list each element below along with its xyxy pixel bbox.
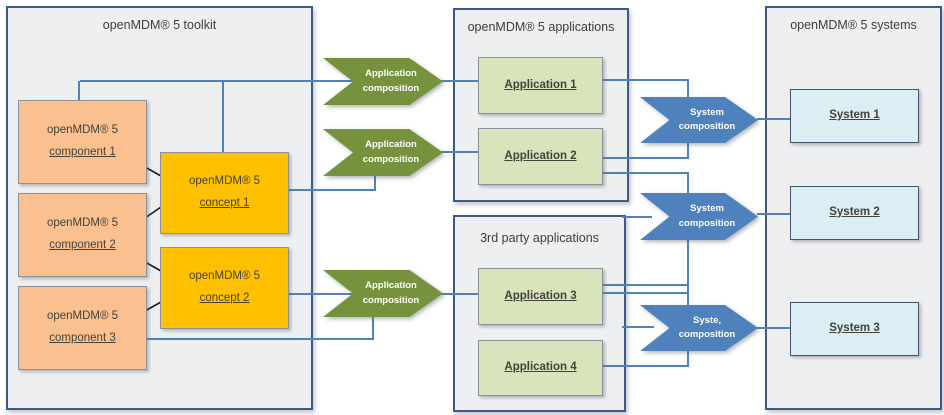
- connector-component1-up: [78, 81, 80, 100]
- component-2-label: component 2: [49, 239, 116, 251]
- connector-top-to-application1: [80, 80, 478, 82]
- component-3-line1: openMDM® 5: [46, 310, 119, 323]
- connector-to-system3: [757, 327, 791, 329]
- component-1-label: component 1: [49, 146, 116, 158]
- system-1-label: System 1: [829, 109, 880, 122]
- system-composition-arrow-1-shape: System composition: [640, 97, 758, 143]
- application-composition-arrow-3: Application composition: [323, 270, 443, 317]
- connector-application1-down: [687, 80, 689, 98]
- concept-1-line1: openMDM® 5: [188, 175, 261, 188]
- component-2-box: openMDM® 5 component 2: [18, 193, 147, 277]
- application-4-label: Application 4: [504, 361, 577, 374]
- arrow-text: composition: [678, 121, 736, 132]
- arrow-text: System: [690, 203, 724, 215]
- arrow-text: composition: [362, 294, 420, 306]
- application-3-label: Application 3: [504, 289, 577, 302]
- arrow-text: composition: [362, 82, 420, 94]
- systems-title: openMDM® 5 systems: [790, 18, 917, 32]
- arrow-text: Syste,: [693, 314, 721, 326]
- system-3-box: System 3: [790, 302, 919, 356]
- system-composition-arrow-3: Syste, composition: [640, 305, 758, 351]
- application-4-box: Application 4: [478, 340, 603, 396]
- arrow-text: Application: [365, 139, 417, 151]
- connector-application3-right-b: [601, 292, 689, 294]
- connector-application3-right-a: [601, 284, 689, 286]
- component-3-label: component 3: [49, 332, 116, 344]
- connector-application4-up: [687, 351, 689, 367]
- arrow-text: Application: [365, 280, 417, 292]
- system-2-box: System 2: [790, 186, 919, 240]
- connector-down-to-concept1: [222, 81, 224, 152]
- connector-application2-right-a: [601, 157, 689, 159]
- application-composition-arrow-3-shape: Application composition: [323, 270, 443, 317]
- third-party-title: 3rd party applications: [480, 231, 599, 245]
- arrow-text: System: [690, 106, 724, 118]
- application-composition-arrow-2-shape: Application composition: [323, 129, 443, 176]
- concept-1-label: concept 1: [199, 197, 250, 209]
- applications-title: openMDM® 5 applications: [467, 20, 615, 34]
- connector-application2-right-b: [601, 172, 689, 174]
- arrow-text: composition: [362, 153, 420, 165]
- component-3-box: openMDM® 5 component 3: [18, 286, 147, 370]
- system-3-label: System 3: [829, 322, 880, 335]
- application-composition-arrow-2: Application composition: [323, 129, 443, 176]
- concept-2-box: openMDM® 5 concept 2: [160, 247, 289, 329]
- concept-1-box: openMDM® 5 concept 1: [160, 152, 289, 234]
- concept-2-line1: openMDM® 5: [188, 270, 261, 283]
- connector-application4-right: [601, 365, 689, 367]
- application-3-box: Application 3: [478, 268, 603, 325]
- toolkit-title: openMDM® 5 toolkit: [102, 18, 217, 32]
- application-2-label: Application 2: [504, 149, 577, 162]
- component-2-line1: openMDM® 5: [46, 217, 119, 230]
- system-1-box: System 1: [790, 89, 919, 143]
- component-1-line1: openMDM® 5: [46, 124, 119, 137]
- connector-application3-vertical: [687, 240, 689, 306]
- system-2-label: System 2: [829, 206, 880, 219]
- concept-2-label: concept 2: [199, 292, 250, 304]
- connector-component3-right: [145, 338, 374, 340]
- connector-application2-up: [687, 142, 689, 158]
- application-1-label: Application 1: [504, 78, 577, 91]
- component-1-box: openMDM® 5 component 1: [18, 100, 147, 184]
- arrow-text: composition: [678, 329, 736, 340]
- connector-application1-right: [601, 79, 689, 81]
- connector-to-system2: [757, 213, 791, 215]
- system-composition-arrow-2-shape: System composition: [640, 193, 758, 240]
- connector-component3-up: [372, 317, 374, 339]
- application-1-box: Application 1: [478, 57, 603, 114]
- connector-thirdparty-to-arrow3: [622, 326, 654, 328]
- application-composition-arrow-1: Application composition: [323, 58, 443, 105]
- application-composition-arrow-1-shape: Application composition: [323, 58, 443, 105]
- application-2-box: Application 2: [478, 128, 603, 185]
- system-composition-arrow-2: System composition: [640, 193, 758, 240]
- system-composition-arrow-1: System composition: [640, 97, 758, 143]
- connector-to-system1: [757, 118, 791, 120]
- connector-concept1-right: [287, 189, 376, 191]
- arrow-text: composition: [678, 217, 736, 229]
- connector-application2-down: [687, 173, 689, 194]
- connector-thirdparty-to-arrow2: [622, 216, 652, 218]
- system-composition-arrow-3-shape: Syste, composition: [640, 305, 758, 351]
- arrow-text: Application: [365, 68, 417, 80]
